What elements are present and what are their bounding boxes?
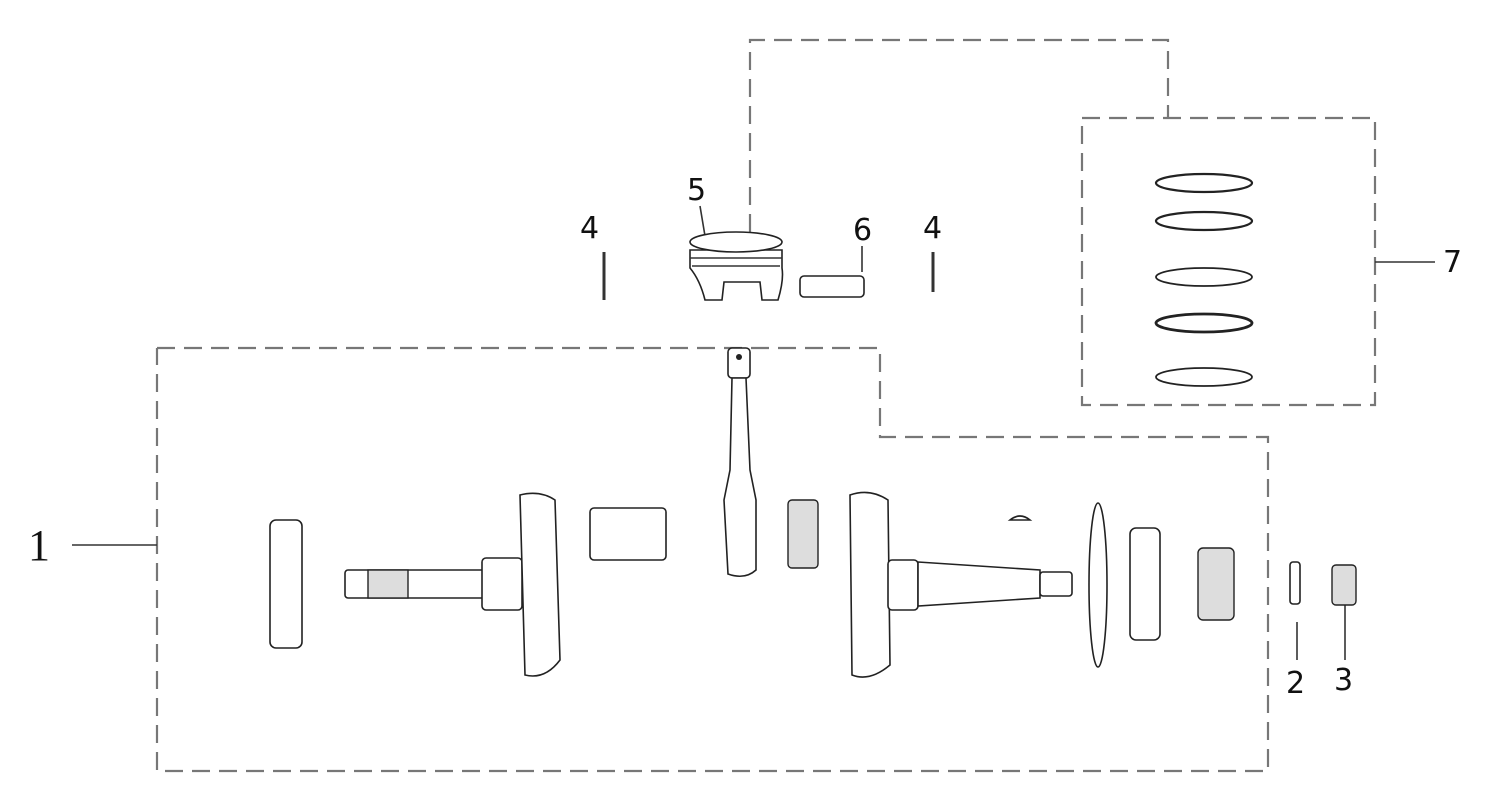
nut bbox=[1331, 564, 1357, 606]
crankshaft-assembly-group-outline bbox=[155, 346, 1270, 773]
leader-line-5 bbox=[699, 205, 706, 237]
piston-to-rings-connector bbox=[748, 38, 1170, 232]
left-crankshaft-half bbox=[269, 492, 561, 677]
washer bbox=[1289, 561, 1301, 605]
connecting-rod bbox=[723, 347, 757, 578]
callout-4-left: 4 bbox=[580, 211, 599, 246]
piston-ring-set-group-outline bbox=[1080, 116, 1377, 407]
right-crankshaft-half bbox=[849, 491, 1235, 678]
piston-rings bbox=[1154, 172, 1254, 387]
callout-1: 1 bbox=[28, 521, 50, 570]
piston-pin bbox=[799, 275, 865, 298]
piston bbox=[689, 231, 784, 301]
callout-5: 5 bbox=[687, 173, 706, 208]
drive-gear bbox=[1197, 547, 1235, 621]
callout-6: 6 bbox=[853, 213, 872, 248]
crank-pin bbox=[589, 507, 667, 561]
callout-3: 3 bbox=[1334, 663, 1353, 698]
callout-2: 2 bbox=[1286, 666, 1305, 701]
callout-7: 7 bbox=[1443, 245, 1462, 280]
callout-4-right: 4 bbox=[923, 211, 942, 246]
needle-bearing bbox=[787, 499, 819, 569]
